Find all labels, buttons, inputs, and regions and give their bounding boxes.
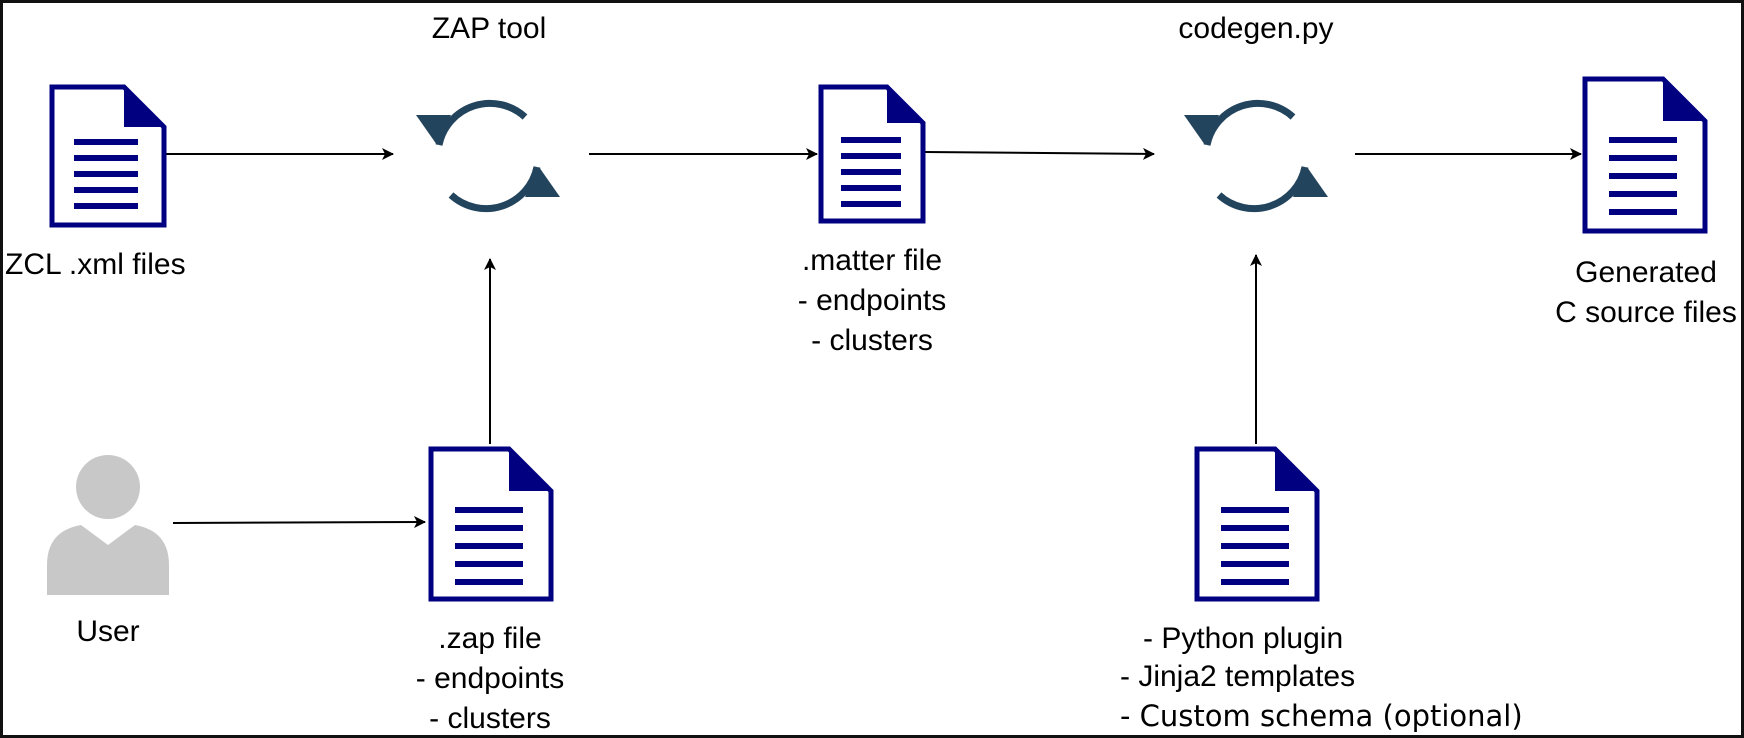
- refresh-cycle-icon: [1184, 99, 1328, 213]
- document-icon: [818, 84, 926, 224]
- plugin-label-line-1: - Python plugin: [1143, 622, 1344, 655]
- arrow-matter-file-to-codegen: [924, 147, 1155, 160]
- document-icon: [49, 84, 167, 228]
- zap-file-label-line-2: - endpoints: [415, 662, 565, 695]
- document-icon: [1194, 446, 1320, 602]
- matter-file-label-line-2: - endpoints: [797, 284, 947, 317]
- document-icon: [428, 446, 554, 602]
- generated-label-line-1: Generated: [1575, 256, 1717, 289]
- zcl-xml-files-label: ZCL .xml files: [5, 248, 186, 281]
- matter-file-label-line-1: .matter file: [801, 244, 943, 277]
- codegen-label: codegen.py: [1178, 12, 1334, 45]
- zap-file-label-line-3: - clusters: [429, 702, 551, 735]
- plugin-label-line-3: - Custom schema (optional): [1120, 699, 1523, 733]
- document-icon: [1582, 76, 1708, 234]
- arrow-user-to-zap-file: [172, 516, 426, 529]
- user-icon: [47, 455, 169, 595]
- connectors-layer: [165, 147, 1582, 529]
- generated-label-line-2: C source files: [1555, 296, 1737, 329]
- refresh-cycle-icon: [416, 99, 560, 213]
- user-label: User: [76, 615, 140, 648]
- plugin-label-line-2: - Jinja2 templates: [1120, 660, 1356, 693]
- matter-file-label-line-3: - clusters: [811, 324, 933, 357]
- zap-tool-label: ZAP tool: [431, 12, 547, 45]
- zap-file-label-line-1: .zap file: [438, 622, 542, 655]
